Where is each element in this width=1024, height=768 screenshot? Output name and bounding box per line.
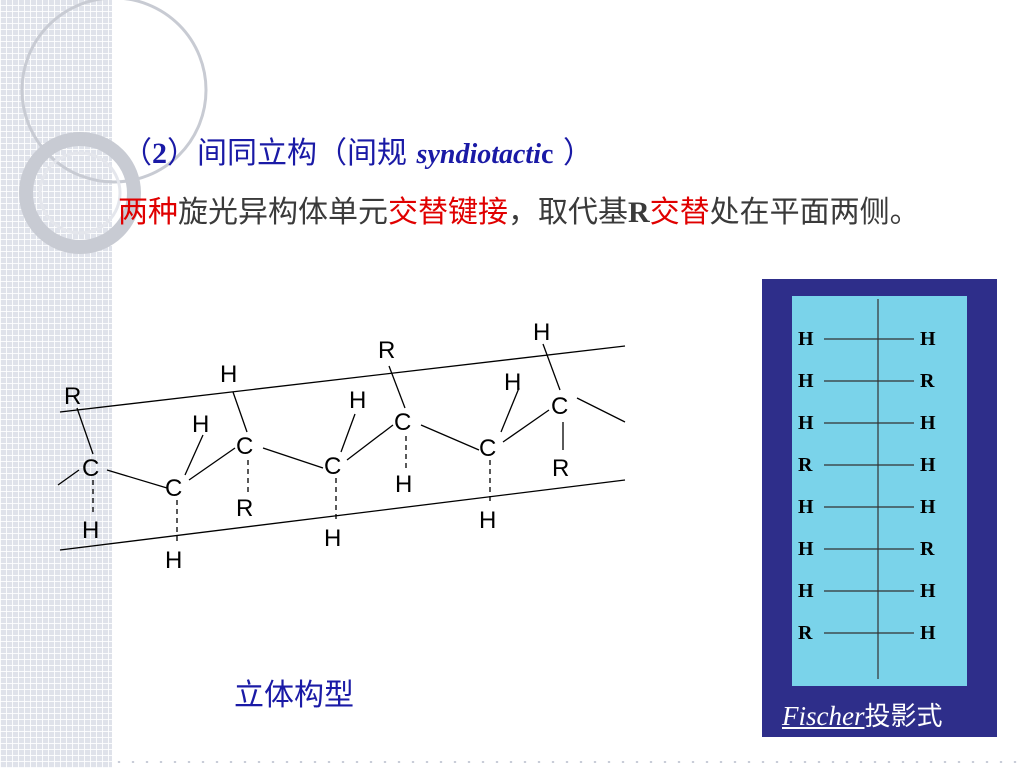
- plane-bottom-line: [59, 479, 626, 551]
- chain-bond: [420, 424, 480, 451]
- fischer-left-atom: H: [798, 538, 814, 560]
- atom-label: H: [533, 319, 550, 346]
- plane-top-line: [59, 345, 626, 413]
- atom-label: R: [552, 455, 569, 482]
- fischer-caption-suffix: 投影式: [864, 702, 943, 732]
- heading-title: ）间同立构（间规: [167, 136, 417, 171]
- stereo-caption: 立体构型: [234, 678, 354, 713]
- atom-label: C: [324, 453, 341, 480]
- fischer-right-atom: R: [920, 370, 935, 392]
- atom-label: H: [220, 361, 237, 388]
- atom-label: H: [504, 369, 521, 396]
- atom-label: C: [479, 435, 496, 462]
- atom-label: H: [395, 471, 412, 498]
- atom-label: C: [236, 433, 253, 460]
- heading-number: 2: [152, 137, 167, 170]
- chain-bond: [188, 447, 236, 481]
- fischer-left-atom: R: [798, 622, 813, 644]
- fischer-right-atom: H: [920, 580, 936, 602]
- atom-label: H: [479, 507, 496, 534]
- fischer-left-atom: H: [798, 370, 814, 392]
- fischer-right-atom: H: [920, 454, 936, 476]
- desc-r: R: [628, 196, 650, 229]
- fischer-right-atom: H: [920, 622, 936, 644]
- fischer-right-atom: R: [920, 538, 935, 560]
- desc-alternating-bond: 交替键接: [388, 195, 508, 230]
- chain-bond: [346, 424, 394, 461]
- atom-label: H: [165, 547, 182, 574]
- atom-label: C: [551, 393, 568, 420]
- atom-label: C: [165, 475, 182, 502]
- atom-label: C: [394, 409, 411, 436]
- bottom-dot-strip: [112, 756, 1024, 768]
- atom-label: H: [192, 411, 209, 438]
- desc-sides: 处在平面两侧。: [709, 195, 920, 230]
- fischer-left-atom: H: [798, 496, 814, 518]
- desc-substituent: ，取代基: [508, 195, 628, 230]
- atom-label: R: [378, 337, 395, 364]
- fischer-inner-panel: [792, 296, 967, 686]
- atom-label: C: [82, 455, 99, 482]
- fischer-caption: Fischer投影式: [782, 696, 943, 733]
- heading-close-paren: ）: [553, 136, 593, 171]
- chain-bond: [106, 469, 168, 489]
- heading-open-paren: （: [122, 136, 152, 171]
- fischer-left-atom: H: [798, 328, 814, 350]
- fischer-left-atom: R: [798, 454, 813, 476]
- syndiotactic-structure-diagram: R C H H C H H C R H C H R C H H C H H C …: [57, 319, 626, 574]
- fischer-right-atom: H: [920, 328, 936, 350]
- atom-label: R: [236, 495, 253, 522]
- atom-label: H: [82, 517, 99, 544]
- desc-units: 旋光异构体单元: [178, 195, 388, 230]
- chain-bond: [262, 447, 324, 469]
- heading-english-tail: c: [541, 139, 554, 170]
- atom-label: R: [64, 383, 81, 410]
- section-heading: （2）间同立构（间规 syndiotactic ）: [122, 128, 593, 172]
- atom-label: H: [324, 525, 341, 552]
- desc-two-kinds: 两种: [118, 195, 178, 230]
- description-text: 两种旋光异构体单元交替键接，取代基R交替处在平面两侧。: [118, 188, 998, 238]
- desc-alternate: 交替: [649, 195, 710, 230]
- fischer-caption-name: Fischer: [782, 701, 865, 731]
- fischer-left-atom: H: [798, 412, 814, 434]
- fischer-right-atom: H: [920, 412, 936, 434]
- decorative-circles: [19, 0, 208, 254]
- chain-bond: [502, 409, 550, 443]
- heading-english: syndiotacti: [416, 139, 541, 170]
- fischer-right-atom: H: [920, 496, 936, 518]
- atom-label: H: [349, 387, 366, 414]
- chain-bond: [576, 397, 626, 423]
- fischer-left-atom: H: [798, 580, 814, 602]
- left-pattern-strip: [0, 0, 112, 768]
